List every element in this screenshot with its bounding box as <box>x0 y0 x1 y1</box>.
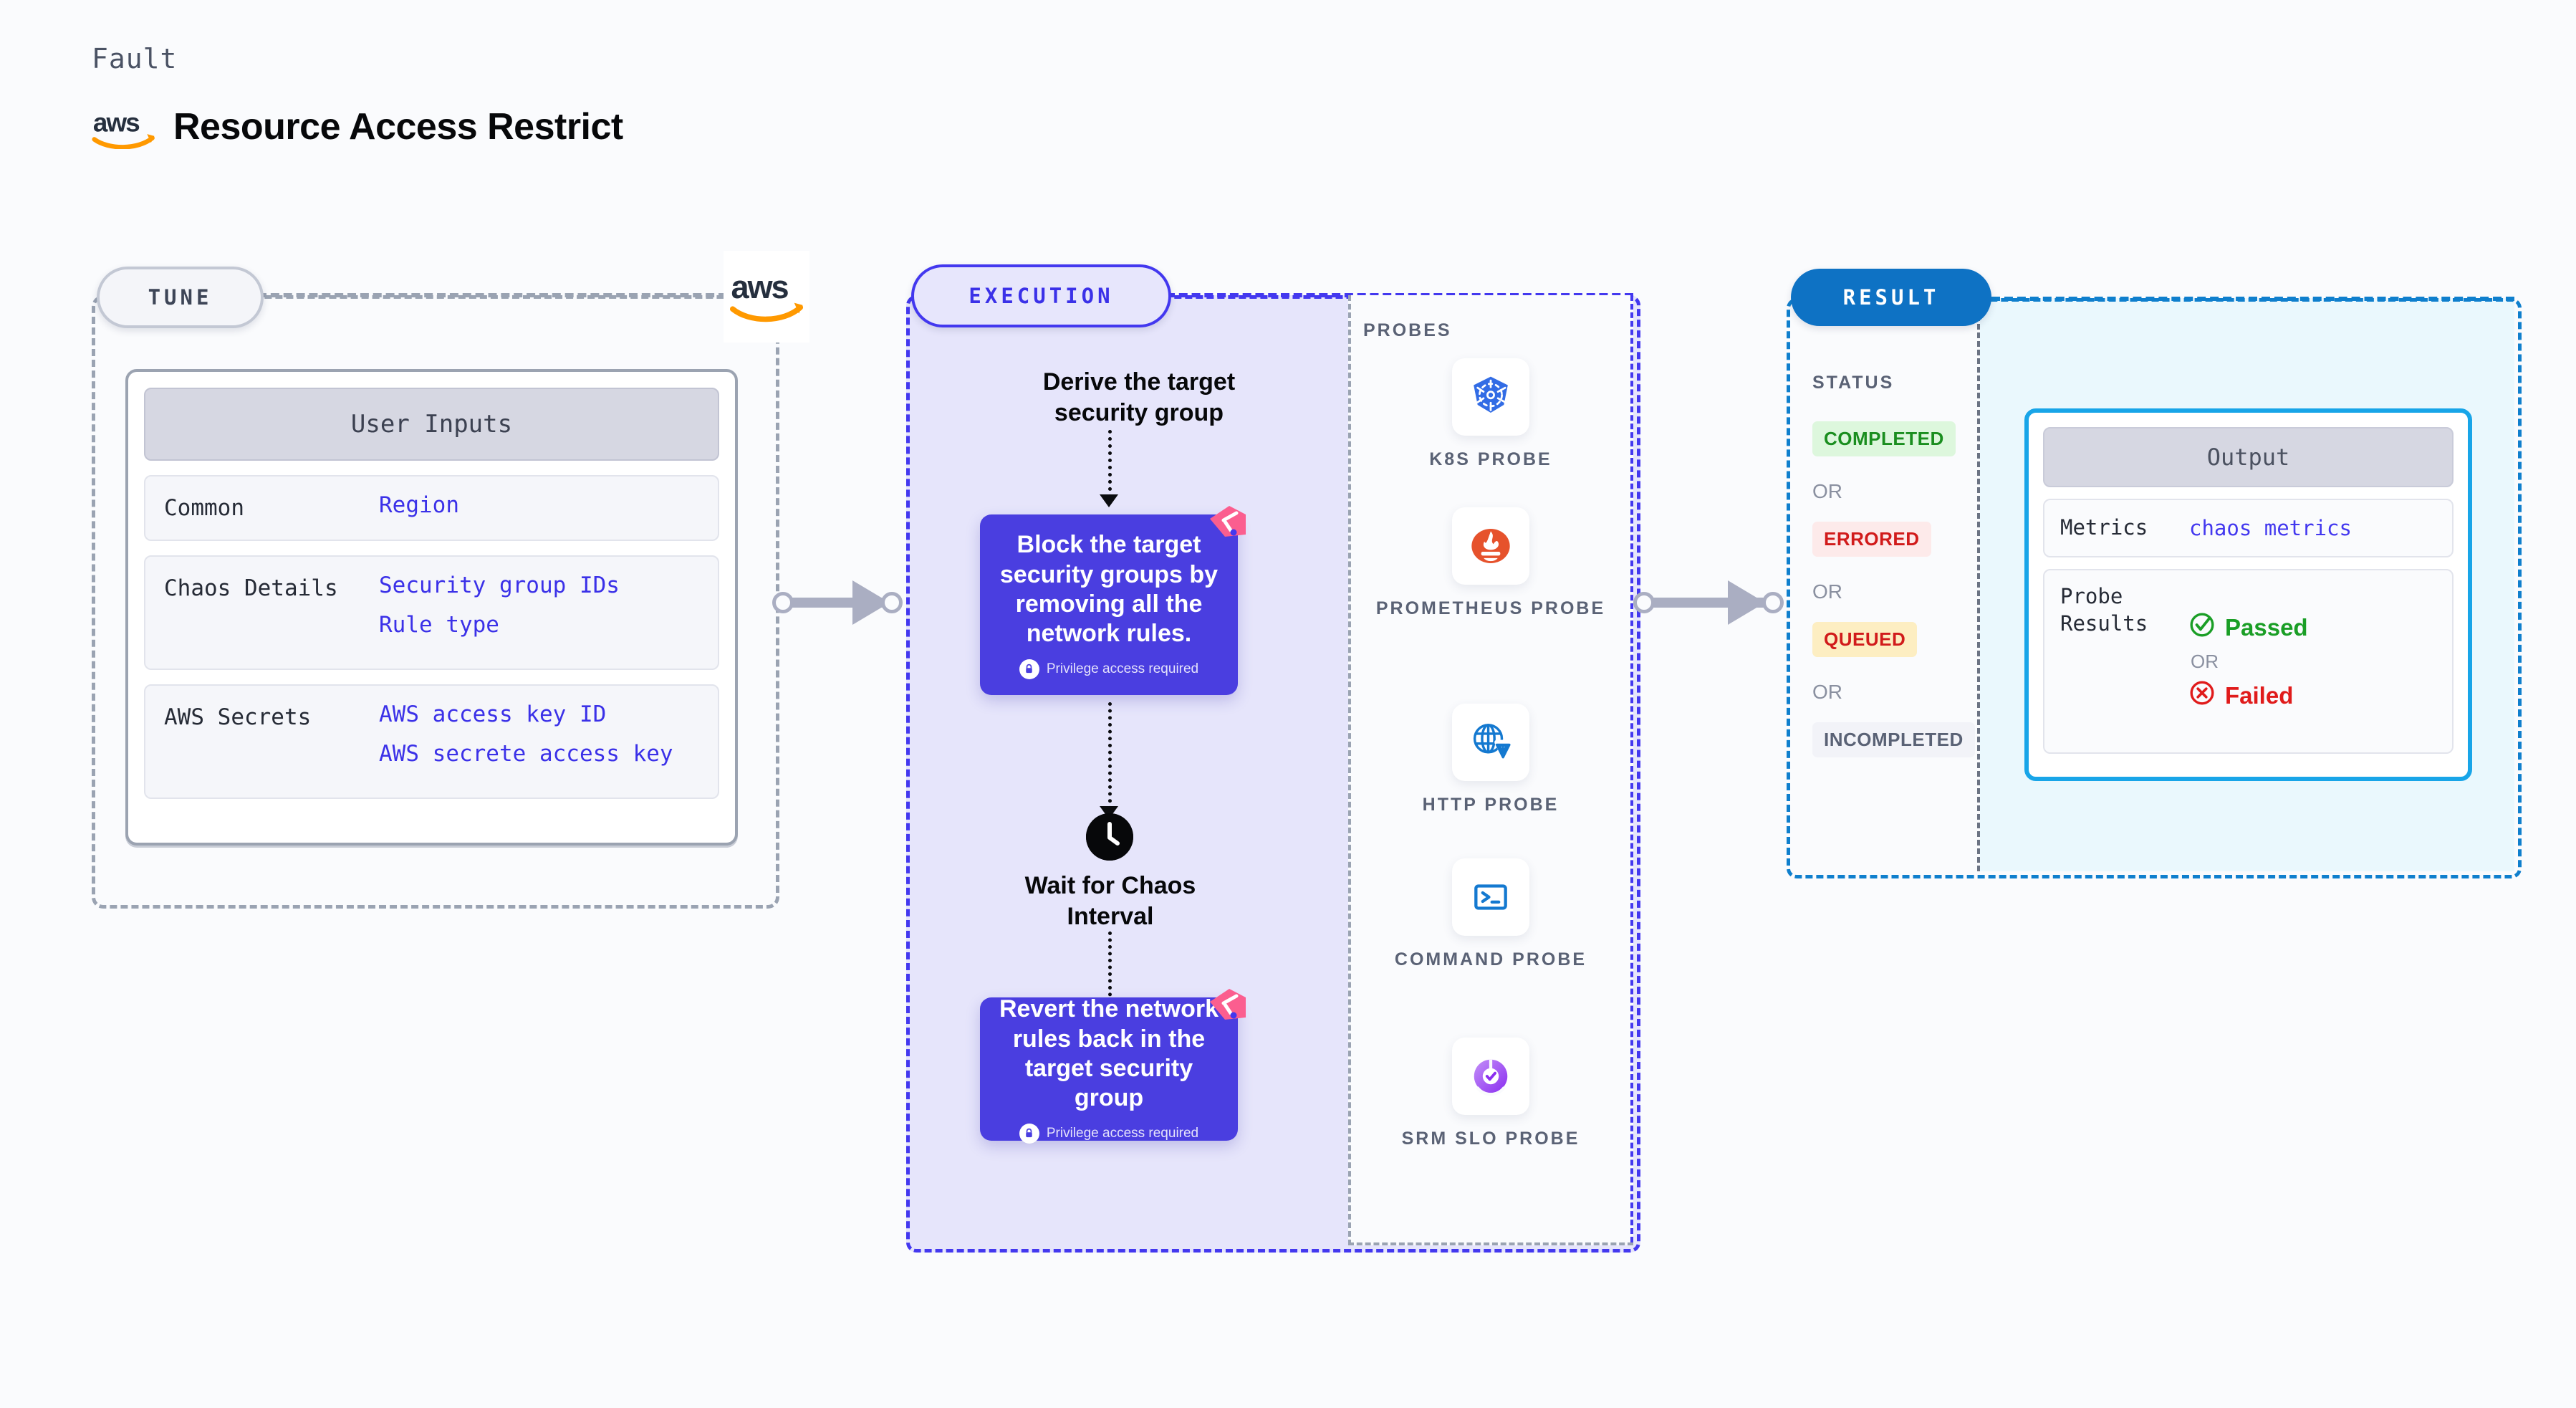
probe-caption: SRM SLO PROBE <box>1401 1129 1580 1149</box>
output-row-key: Probe Results <box>2060 584 2148 636</box>
probe-result-passed: Passed <box>2189 612 2308 643</box>
clock-icon <box>1086 813 1133 861</box>
output-title: Output <box>2043 427 2454 487</box>
step-privilege-note: Privilege access required <box>1019 658 1199 679</box>
flow-line-2 <box>1108 702 1112 810</box>
srm-slo-icon <box>1452 1038 1529 1115</box>
derive-target-label: Derive the target security group <box>1042 368 1236 426</box>
svg-text:aws: aws <box>93 107 139 137</box>
inputs-row-key: Common <box>164 495 244 521</box>
probe-caption: PROMETHEUS PROBE <box>1375 598 1606 618</box>
tune-pill-label[interactable]: TUNE <box>97 267 264 328</box>
inputs-row-key: AWS Secrets <box>164 704 312 730</box>
user-inputs-card: User Inputs Common Region Chaos Details … <box>125 369 738 846</box>
check-circle-icon <box>2189 612 2215 643</box>
lock-icon <box>1019 658 1039 679</box>
cross-circle-icon <box>2189 680 2215 712</box>
status-badge-queued: QUEUED <box>1812 622 1918 657</box>
inputs-row-value: AWS secrete access key <box>379 741 673 767</box>
step-privilege-text: Privilege access required <box>1046 661 1199 676</box>
page-header: Fault aws Resource Access Restrict <box>92 43 623 150</box>
probe-http[interactable]: HTTP PROBE <box>1348 704 1633 818</box>
inputs-row-key: Chaos Details <box>164 575 338 601</box>
connector-execution-to-result <box>1629 580 1794 625</box>
inputs-row-value: Security group IDs <box>379 573 620 598</box>
step-title: Revert the network rules back in the tar… <box>999 995 1219 1112</box>
flow-line-1 <box>1108 430 1112 498</box>
connector-tune-to-execution <box>768 580 911 625</box>
kubernetes-icon <box>1452 358 1529 436</box>
inputs-row-aws-secrets[interactable]: AWS Secrets AWS access key ID AWS secret… <box>144 684 719 799</box>
status-or-1: OR <box>1812 480 1842 502</box>
status-badge-errored: ERRORED <box>1812 522 1931 557</box>
probe-k8s[interactable]: K8S PROBE <box>1348 358 1633 472</box>
inputs-row-value: Rule type <box>379 612 499 638</box>
user-inputs-title: User Inputs <box>144 388 719 461</box>
probe-caption: K8S PROBE <box>1429 449 1552 469</box>
inputs-row-chaos-details[interactable]: Chaos Details Security group IDs Rule ty… <box>144 555 719 670</box>
probe-result-failed: Failed <box>2189 680 2308 712</box>
step-title: Block the target security groups by remo… <box>999 531 1219 648</box>
result-pill-label[interactable]: RESULT <box>1791 269 1991 326</box>
aws-logo-icon: aws <box>92 105 158 150</box>
failed-label: Failed <box>2225 681 2294 709</box>
output-row-key: Metrics <box>2060 515 2148 540</box>
probe-srm-slo[interactable]: SRM SLO PROBE <box>1348 1038 1633 1151</box>
status-or-2: OR <box>1812 580 1842 603</box>
probes-label: PROBES <box>1363 320 1452 340</box>
fault-kicker: Fault <box>92 43 178 75</box>
status-label: STATUS <box>1812 373 1895 393</box>
result-status-region <box>1790 298 1980 871</box>
prometheus-icon <box>1452 507 1529 585</box>
terminal-icon <box>1452 858 1529 936</box>
flow-arrow-1 <box>1100 494 1118 507</box>
inputs-row-value: Region <box>379 492 459 518</box>
step-privilege-note: Privilege access required <box>1019 1123 1199 1144</box>
result-dashed-connector <box>1991 297 2514 301</box>
wait-for-chaos-label: Wait for Chaos Interval <box>1024 872 1196 930</box>
probes-right-border <box>1630 295 1633 1242</box>
probe-caption: COMMAND PROBE <box>1394 949 1587 969</box>
probe-result-or: OR <box>2191 650 2219 672</box>
title-row: aws Resource Access Restrict <box>92 105 623 150</box>
lock-icon <box>1019 1123 1039 1144</box>
harness-badge-icon <box>1208 986 1248 1022</box>
step-privilege-text: Privilege access required <box>1046 1125 1199 1141</box>
output-row-value: chaos metrics <box>2189 516 2352 540</box>
http-globe-warning-icon <box>1452 704 1529 781</box>
aws-logo-icon: aws <box>724 251 809 343</box>
inputs-row-value: AWS access key ID <box>379 701 607 727</box>
status-badge-incompleted: INCOMPLETED <box>1812 722 1975 757</box>
harness-badge-icon <box>1208 503 1248 539</box>
flow-line-3 <box>1108 932 1112 1003</box>
probe-command[interactable]: COMMAND PROBE <box>1348 858 1633 972</box>
output-row-metrics[interactable]: Metrics chaos metrics <box>2043 499 2454 557</box>
probe-prometheus[interactable]: PROMETHEUS PROBE <box>1348 507 1633 621</box>
svg-text:aws: aws <box>731 269 789 305</box>
output-row-probe-results[interactable]: Probe Results Passed OR <box>2043 569 2454 754</box>
status-or-3: OR <box>1812 681 1842 703</box>
page-title: Resource Access Restrict <box>173 106 623 148</box>
step-revert-network-rules[interactable]: Revert the network rules back in the tar… <box>980 989 1246 1144</box>
probe-caption: HTTP PROBE <box>1422 795 1559 815</box>
status-badge-completed: COMPLETED <box>1812 421 1956 456</box>
step-block-security-groups[interactable]: Block the target security groups by remo… <box>980 506 1246 695</box>
passed-label: Passed <box>2225 613 2308 641</box>
inputs-row-common[interactable]: Common Region <box>144 475 719 541</box>
output-card: Output Metrics chaos metrics Probe Resul… <box>2024 408 2472 781</box>
tune-dashed-connector <box>258 293 727 297</box>
execution-pill-label[interactable]: EXECUTION <box>911 264 1171 327</box>
